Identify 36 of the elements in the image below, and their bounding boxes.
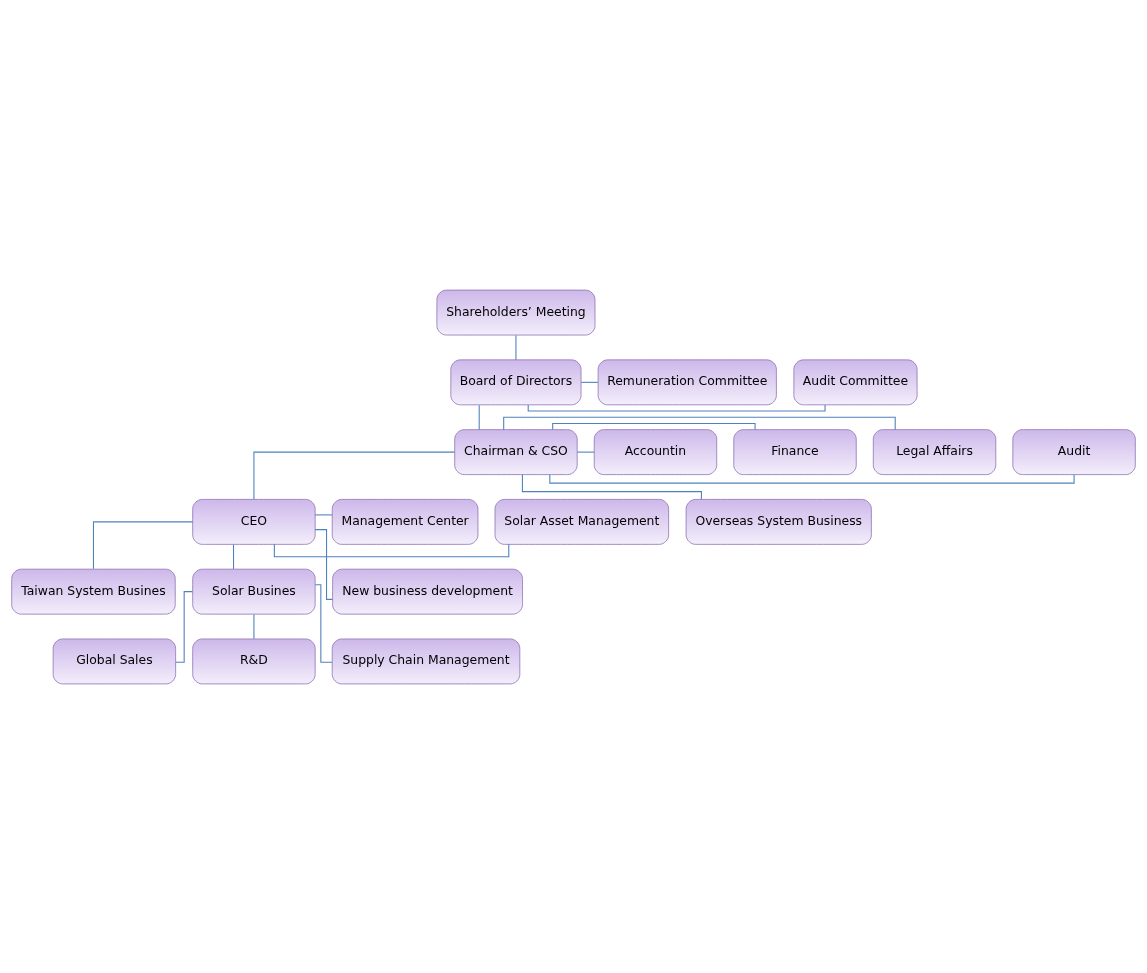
node-box: Board of Directors: [450, 359, 582, 405]
connector: [314, 583, 333, 663]
connector: [175, 590, 193, 663]
connector: [92, 520, 194, 569]
connector: [580, 381, 599, 383]
connector: [576, 451, 595, 453]
connector: [478, 404, 480, 430]
connector: [314, 513, 333, 515]
node-box: R&D: [192, 638, 316, 684]
node-box: Overseas System Business: [685, 498, 872, 545]
connector: [549, 473, 1075, 484]
node-box: Management Center: [331, 498, 479, 545]
node-box: Supply Chain Management: [331, 638, 521, 684]
node-box: Legal Affairs: [872, 428, 997, 475]
connector: [232, 543, 235, 570]
node-box: Accountin: [593, 428, 718, 475]
node-box: Taiwan System Busines: [11, 568, 176, 614]
node-box: Audit Committee: [793, 359, 918, 405]
node-box: Remuneration Committee: [597, 359, 777, 405]
node-box: Finance: [733, 428, 857, 475]
connector: [521, 473, 702, 500]
connector: [515, 334, 517, 360]
connector: [503, 416, 896, 430]
connector: [552, 422, 756, 430]
connector: [253, 613, 255, 639]
connector: [253, 451, 456, 500]
connector: [527, 403, 826, 412]
node-box: Shareholders’ Meeting: [436, 289, 596, 335]
node-box: Solar Busines: [192, 568, 316, 614]
connector: [314, 528, 334, 600]
node-box: New business development: [332, 568, 523, 614]
node-box: Solar Asset Management: [494, 498, 670, 545]
node-box: Audit: [1012, 428, 1136, 475]
node-box: CEO: [192, 498, 316, 545]
node-box: Chairman & CSO: [454, 428, 578, 475]
node-box: Global Sales: [52, 638, 176, 684]
